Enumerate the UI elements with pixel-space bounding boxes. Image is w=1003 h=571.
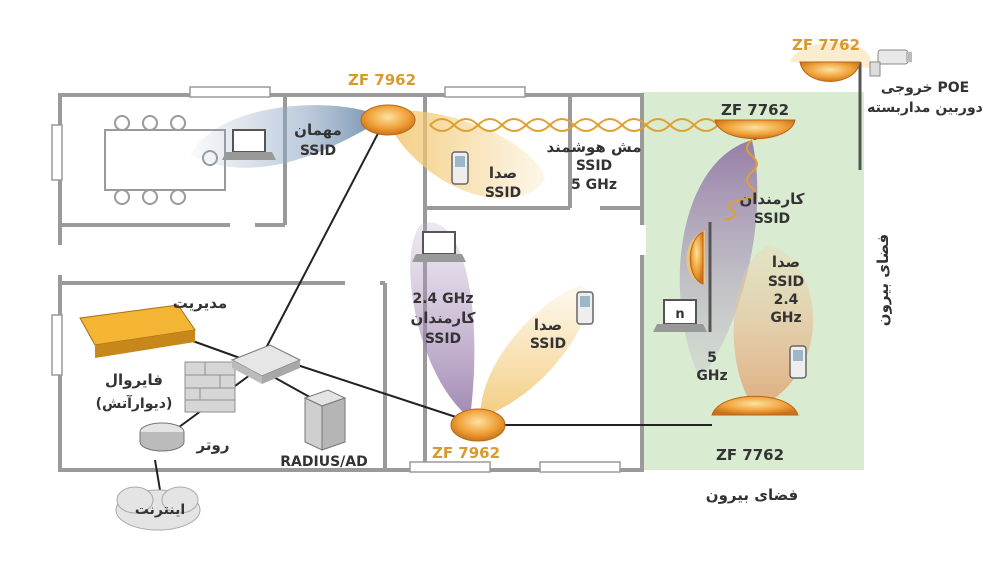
windows: [51, 86, 621, 473]
access-point-outdoor-bottom-icon[interactable]: [711, 395, 799, 416]
beam-staff-indoor: [410, 222, 475, 418]
access-point-camera-icon[interactable]: [799, 61, 861, 82]
voice-ssid-label-indoor: SSID: [530, 336, 566, 352]
smart-mesh-band-label: 5 GHz: [571, 177, 617, 193]
poe-label-line1: خروجی POE: [881, 80, 969, 96]
internet-cloud-icon: [115, 486, 201, 531]
radius-label: RADIUS/AD: [280, 454, 367, 470]
voice-band-outdoor-line1: 2.4: [774, 292, 799, 308]
poe-label-line2: دوربین مداربسته: [867, 100, 983, 116]
security-camera-icon: [869, 49, 912, 77]
laptop-icon[interactable]: [222, 129, 276, 160]
beam-guest: [190, 105, 385, 168]
router-label: روتر: [196, 436, 230, 454]
guest-label: مهمان: [294, 121, 342, 139]
voice-label-indoor: صدا: [534, 316, 562, 334]
voice-label-outdoor: صدا: [772, 253, 800, 271]
staff-label-indoor: کارمندان: [410, 309, 475, 327]
laptop-icon[interactable]: [412, 231, 466, 262]
smart-mesh-ssid-label: SSID: [576, 158, 612, 174]
firewall-label: فایروال: [105, 371, 163, 389]
network-links: [154, 119, 712, 491]
internet-label: اینترنت: [135, 502, 185, 518]
staff-label-outdoor: کارمندان: [739, 190, 804, 208]
brick-wall-icon: [184, 361, 236, 413]
smart-mesh-label: مش هوشمند: [546, 138, 641, 156]
firewall-appliance-icon: [79, 304, 196, 358]
wall-gaps: [55, 221, 646, 287]
firewall-sub-label: (دیوارآتش): [96, 394, 173, 412]
voice-label-top: صدا: [489, 164, 517, 182]
staff-ssid-label-outdoor: SSID: [754, 211, 790, 227]
mesh-wave: [429, 118, 719, 132]
guest-ssid-label: SSID: [300, 143, 336, 159]
ap-label-outdoor-top: ZF 7762: [721, 101, 789, 119]
laptop-icon[interactable]: [653, 299, 707, 332]
phone-icon[interactable]: [451, 151, 469, 185]
voice-ssid-label-outdoor: SSID: [768, 274, 804, 290]
beam-voice-indoor: [480, 285, 589, 418]
outdoor-bottom-label: فضای بیرون: [706, 486, 798, 504]
staff-band-outdoor-line1: 5: [707, 350, 717, 366]
phone-icon[interactable]: [576, 291, 594, 325]
beam-voice-top: [395, 110, 545, 199]
access-point-top-indoor-icon[interactable]: [360, 104, 416, 136]
ap-label-camera: ZF 7762: [792, 36, 860, 54]
access-point-bottom-indoor-icon[interactable]: [450, 408, 506, 442]
ap-label-outdoor-bottom: ZF 7762: [716, 446, 784, 464]
staff-band-outdoor-line2: GHz: [696, 368, 727, 384]
phone-icon[interactable]: [789, 345, 807, 379]
voice-band-outdoor-line2: GHz: [770, 310, 801, 326]
staff-ssid-label-indoor: SSID: [425, 331, 461, 347]
access-point-side-icon[interactable]: [689, 231, 704, 285]
ap-label-bottom-indoor: ZF 7962: [432, 444, 500, 462]
access-point-outdoor-top-icon[interactable]: [714, 119, 796, 140]
radius-server-icon: [303, 389, 347, 451]
ap-label-top-indoor: ZF 7962: [348, 71, 416, 89]
management-label: مدیریت: [173, 294, 227, 312]
laptop-badge: n: [675, 307, 684, 322]
router-icon: [139, 422, 185, 452]
voice-ssid-label-top: SSID: [485, 185, 521, 201]
staff-band-label-indoor: 2.4 GHz: [412, 291, 473, 307]
mesh-wave-vertical: [723, 139, 758, 221]
outdoor-side-label: فضای بیرون: [874, 234, 892, 326]
network-switch-icon: [230, 344, 302, 384]
